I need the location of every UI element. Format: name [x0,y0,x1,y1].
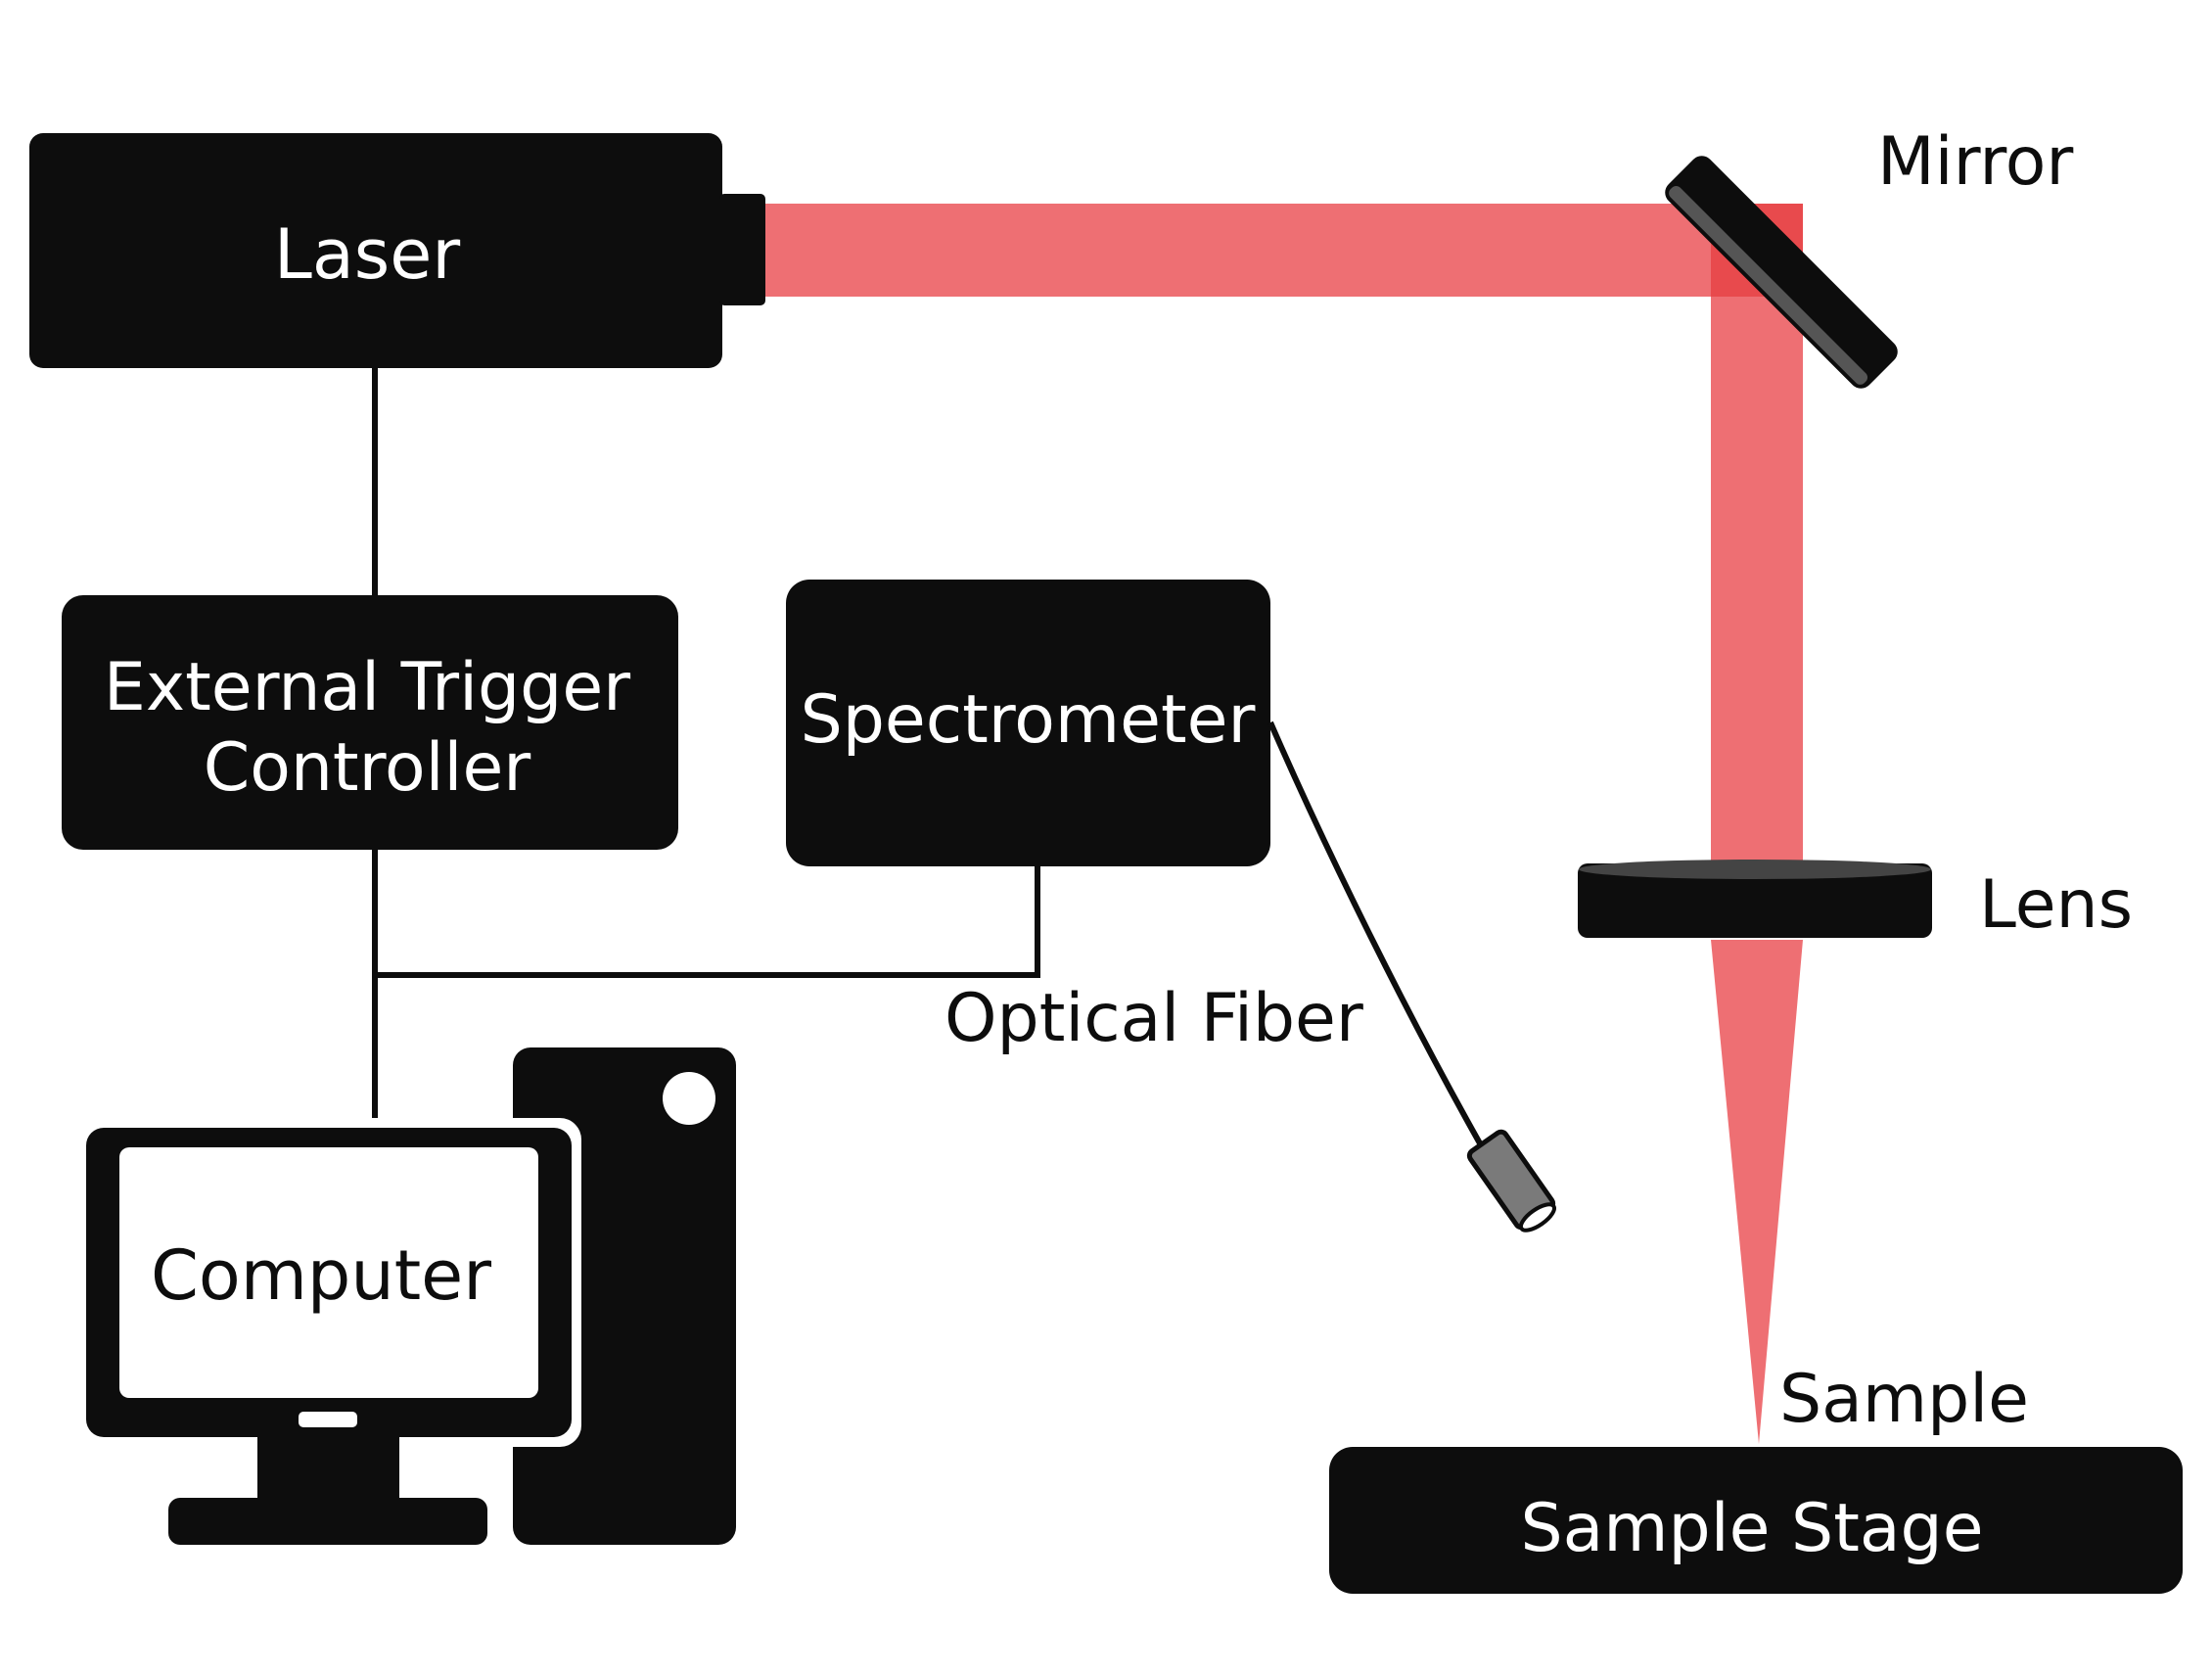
optical-fiber [1267,721,1556,1233]
computer-device: Computer [76,1047,736,1545]
spectrometer-body [786,580,1270,866]
sample-stage: Sample Stage [1329,1447,2183,1594]
optical-fiber-label: Optical Fiber [945,980,1363,1057]
external-trigger-controller: External Trigger Controller [62,595,678,850]
computer-label: Computer [151,1235,491,1316]
monitor-neck [257,1435,399,1504]
monitor-base [168,1498,487,1545]
computer-power-button [663,1072,715,1125]
monitor-screen [119,1147,538,1398]
laser-device: Laser [29,133,765,368]
wire-spectrometer-to-computer [375,864,1040,978]
fiber-cable [1267,721,1483,1145]
lens-optic [1578,860,1932,938]
lens-body [1578,863,1932,938]
laser-body [29,133,722,368]
laser-label: Laser [274,214,460,295]
spectrometer-label: Spectrometer [801,681,1256,759]
lens-top-face [1579,860,1931,879]
spectrometer-device: Spectrometer [786,580,1270,866]
mirror-label: Mirror [1877,123,2073,201]
trigger-controller-body [62,595,678,850]
trigger-controller-label-line2: Controller [204,729,531,807]
mirror-optic [1665,156,1898,389]
trigger-controller-label-line1: External Trigger [104,649,630,726]
sample-stage-body [1329,1447,2183,1594]
laser-aperture [719,194,765,305]
signal-wires [372,364,1040,1128]
beam-horizontal [763,204,1713,297]
sample-stage-label: Sample Stage [1520,1490,1983,1567]
fiber-probe [1466,1129,1556,1233]
lens-label: Lens [1979,866,2133,944]
mirror-body [1665,156,1898,389]
beam-focus-cone [1711,940,1803,1444]
monitor-indicator [299,1412,357,1427]
sample-label: Sample [1779,1361,2029,1438]
mirror-edge [1669,185,1868,385]
